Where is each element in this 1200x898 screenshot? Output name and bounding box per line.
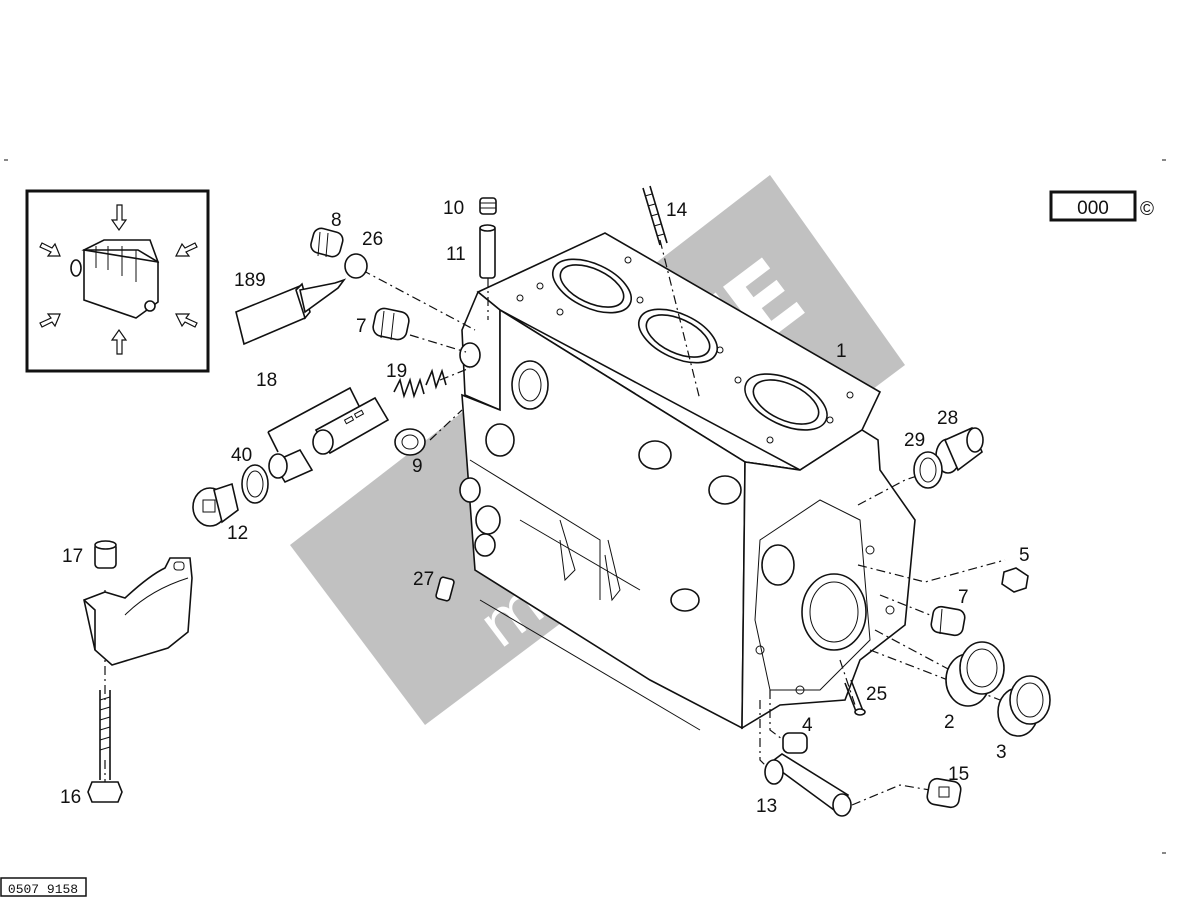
label-part-27: 27 [413, 569, 434, 590]
part-28-plug[interactable] [935, 426, 984, 474]
part-17-sleeve[interactable] [94, 540, 117, 569]
part-4-pin[interactable] [782, 732, 808, 754]
label-part-8: 8 [331, 210, 342, 231]
label-part-5: 5 [1019, 545, 1030, 566]
label-part-14: 14 [666, 200, 688, 221]
engine-block [459, 232, 916, 731]
drawing-number-box: 0507 9158 [0, 877, 87, 897]
part-15-plug[interactable] [926, 777, 962, 809]
catalog-code-box: 000 © [1049, 190, 1154, 222]
label-part-18: 18 [256, 370, 277, 391]
leader-lines [104, 239, 1006, 806]
label-part-15: 15 [948, 764, 969, 785]
label-part-28: 28 [937, 408, 958, 429]
part-25-stud[interactable] [844, 679, 866, 716]
part-19-springs[interactable] [393, 368, 447, 399]
label-part-9: 9 [412, 456, 423, 477]
label-part-7-right: 7 [958, 587, 969, 608]
part-7-plug-right[interactable] [930, 605, 966, 637]
label-part-40: 40 [231, 445, 252, 466]
copyright-mark: © [1140, 199, 1154, 220]
label-part-11: 11 [446, 244, 466, 265]
label-part-19: 19 [386, 361, 407, 382]
label-part-26: 26 [362, 229, 383, 250]
part-10-plug[interactable] [479, 197, 497, 215]
part-labels: 1 2 3 4 5 7 7 8 9 10 11 12 13 14 15 16 1… [60, 198, 1030, 817]
part-27-screw[interactable] [435, 576, 455, 602]
label-part-7-left: 7 [356, 316, 367, 337]
part-8-plug[interactable] [309, 227, 344, 259]
label-part-10: 10 [443, 198, 464, 219]
inset-box [25, 189, 210, 373]
part-7-plug-left[interactable] [371, 307, 410, 341]
part-189-sealant-tube[interactable] [235, 278, 347, 346]
part-14-stud[interactable] [642, 185, 668, 246]
label-part-3: 3 [996, 742, 1007, 763]
label-part-17: 17 [62, 546, 83, 567]
drawing-number: 0507 9158 [8, 882, 78, 897]
part-26-washer[interactable] [344, 253, 368, 279]
part-3-bushing[interactable] [997, 675, 1051, 737]
label-part-189: 189 [234, 270, 266, 291]
part-18-valve-assembly[interactable] [267, 386, 390, 455]
label-part-13: 13 [756, 796, 777, 817]
label-part-25: 25 [866, 684, 887, 705]
catalog-code: 000 [1077, 198, 1109, 219]
part-9-ring[interactable] [394, 428, 426, 456]
part-29-ring[interactable] [913, 451, 943, 489]
part-bearing-cap[interactable] [83, 557, 193, 666]
part-16-bolt[interactable] [87, 690, 123, 803]
part-13-pipe[interactable] [764, 753, 852, 817]
part-2-bushing[interactable] [945, 641, 1005, 707]
label-part-29: 29 [904, 430, 925, 451]
part-12-plug[interactable] [192, 482, 239, 527]
label-part-2: 2 [944, 712, 955, 733]
part-5-bolt[interactable] [1001, 567, 1029, 593]
label-part-16: 16 [60, 787, 81, 808]
label-part-4: 4 [802, 715, 813, 736]
part-40-ring[interactable] [241, 448, 314, 504]
part-11-sleeve[interactable] [479, 224, 496, 279]
label-part-1: 1 [836, 341, 847, 362]
label-part-12: 12 [227, 523, 248, 544]
